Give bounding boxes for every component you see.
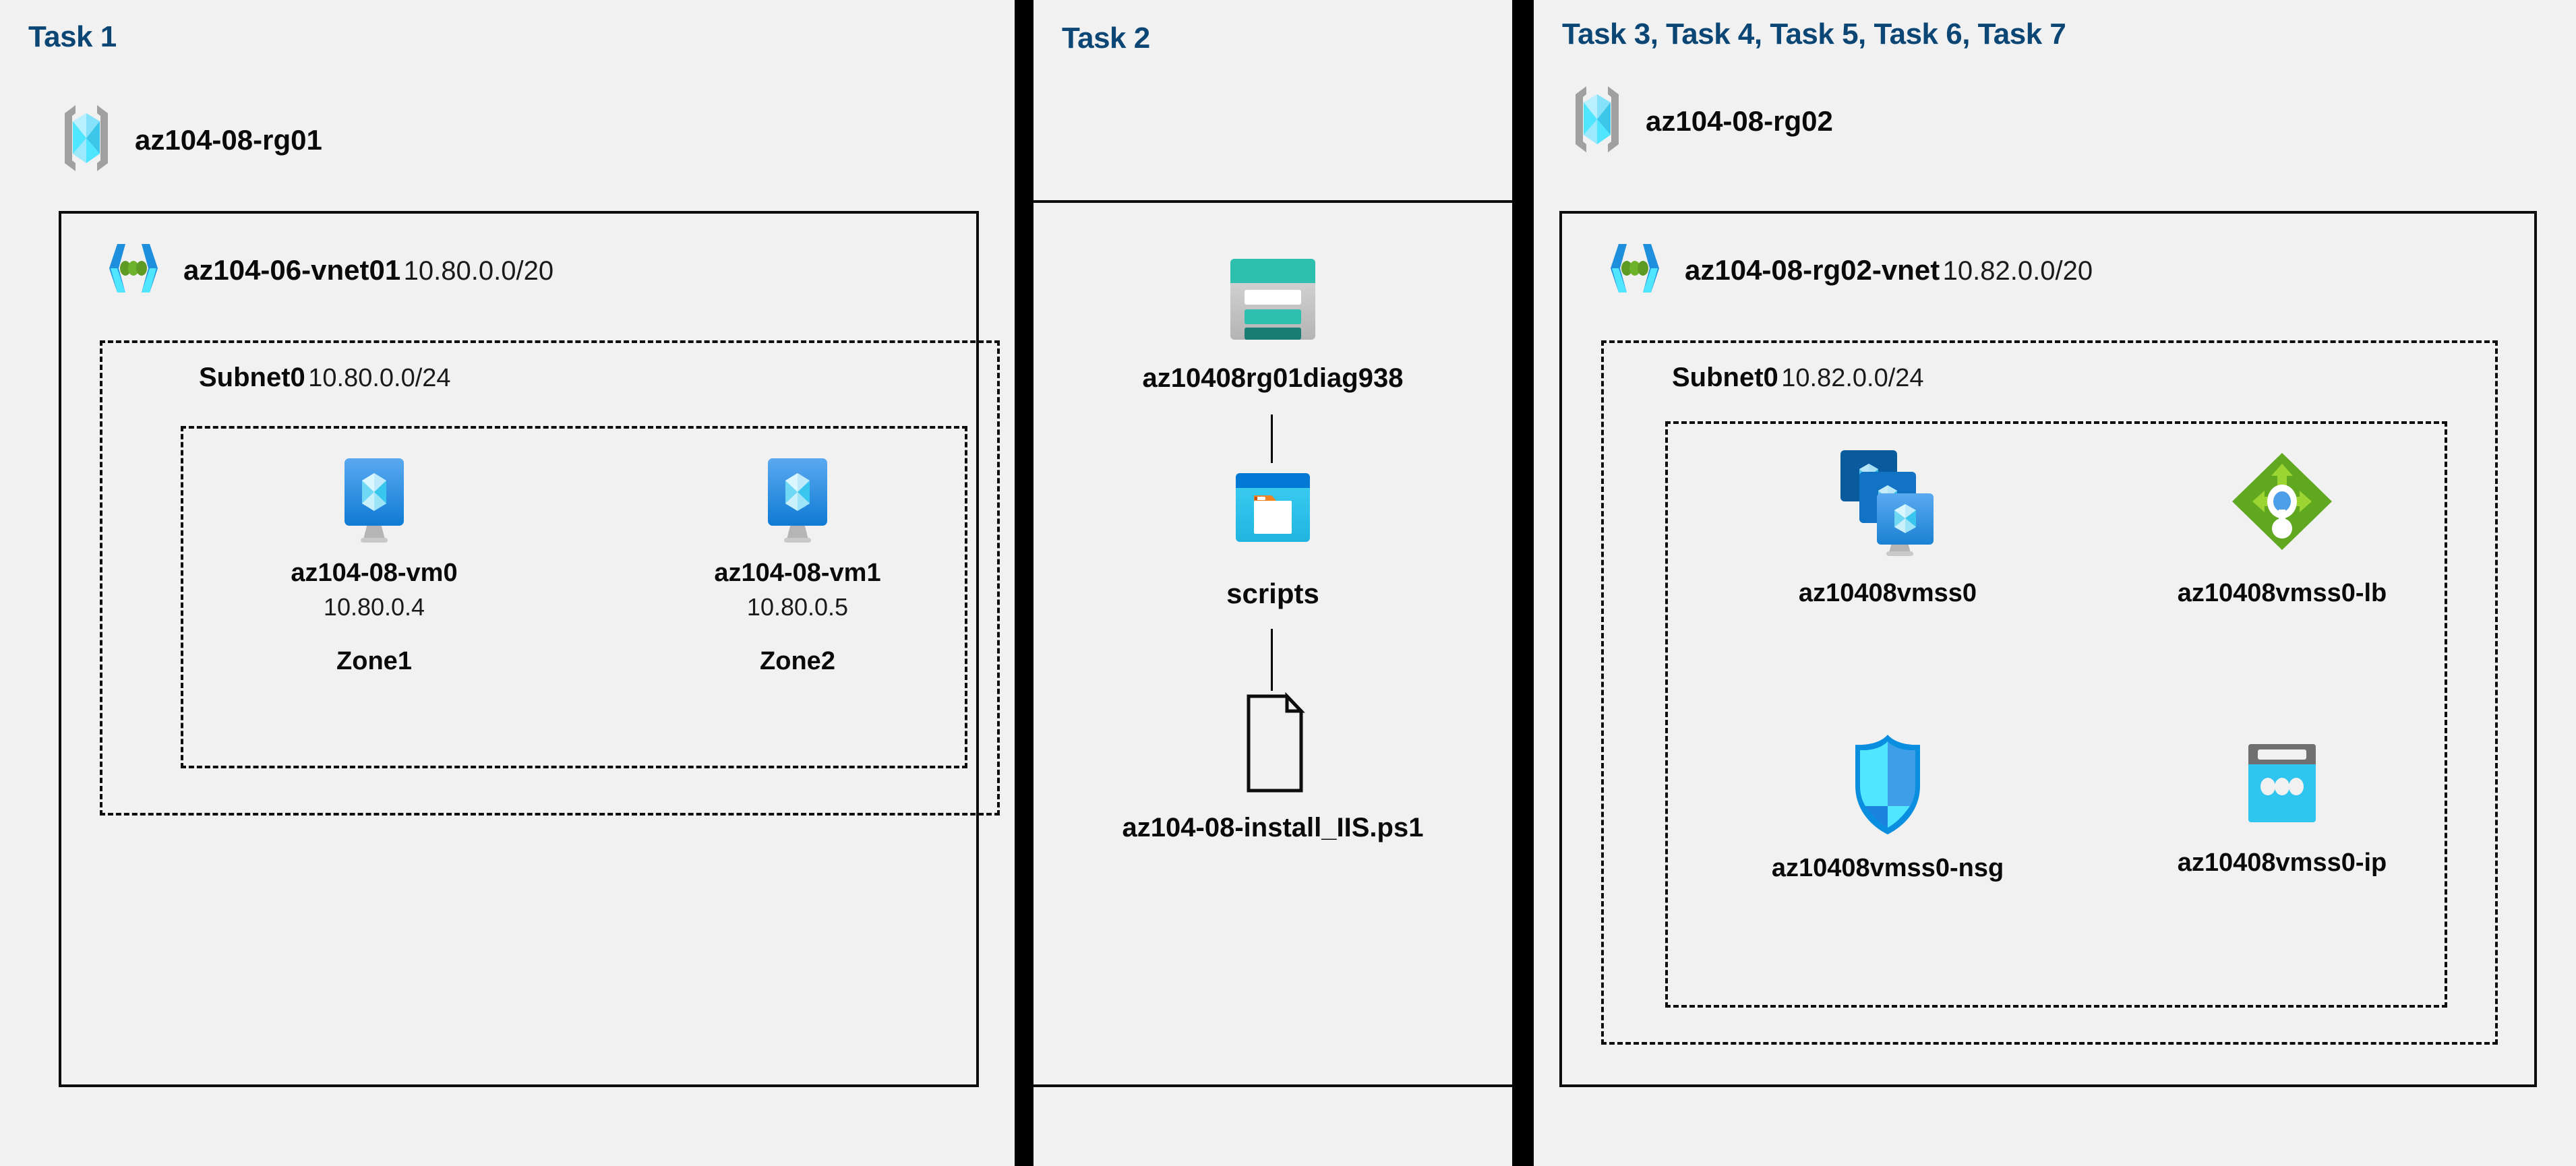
node-az104-08-vm0[interactable]: az104-08-vm0 10.80.0.4 Zone1 bbox=[273, 453, 475, 676]
node-az10408vmss0-lb[interactable]: az10408vmss0-lb bbox=[2140, 443, 2424, 608]
resource-group-label: az104-08-rg01 bbox=[135, 123, 322, 156]
network-security-group-icon bbox=[1836, 728, 1939, 845]
public-ip-label: az10408vmss0-ip bbox=[2177, 849, 2387, 877]
resource-group-icon bbox=[1566, 82, 1628, 160]
public-ip-address-icon bbox=[2231, 735, 2333, 839]
node-az10408vmss0[interactable]: az10408vmss0 bbox=[1746, 443, 2029, 608]
vm-zone: Zone2 bbox=[760, 647, 835, 675]
load-balancer-label: az10408vmss0-lb bbox=[2177, 579, 2387, 607]
vnet-label: az104-08-rg02-vnet 10.82.0.0/20 bbox=[1685, 254, 2093, 286]
subnet-resources-box bbox=[1665, 421, 2447, 1008]
node-az104-08-vm1[interactable]: az104-08-vm1 10.80.0.5 Zone2 bbox=[696, 453, 899, 676]
vnet-header-az104-08-rg02-vnet: az104-08-rg02-vnet 10.82.0.0/20 bbox=[1601, 235, 2093, 305]
nsg-label: az10408vmss0-nsg bbox=[1771, 854, 2004, 882]
vm-name: az104-08-vm1 bbox=[714, 559, 881, 587]
vm-zone: Zone1 bbox=[336, 647, 412, 675]
vnet-name: az104-06-vnet01 bbox=[183, 253, 401, 286]
node-scripts[interactable]: scripts bbox=[1098, 464, 1448, 610]
availability-zones-box bbox=[181, 426, 967, 768]
vm-scale-set-icon bbox=[1828, 443, 1947, 570]
connector-storage-to-container bbox=[1271, 415, 1273, 463]
vm-ip-address: 10.80.0.4 bbox=[323, 593, 425, 621]
blob-container-label: scripts bbox=[1226, 578, 1319, 609]
vnet-box-az104-08-rg02-vnet bbox=[1559, 211, 2537, 1087]
resource-group-header-rg02: az104-08-rg02 bbox=[1566, 82, 1833, 160]
node-az10408vmss0-ip[interactable]: az10408vmss0-ip bbox=[2140, 735, 2424, 878]
virtual-network-icon bbox=[100, 235, 167, 305]
node-az10408vmss0-nsg[interactable]: az10408vmss0-nsg bbox=[1746, 728, 2029, 883]
panel-divider-1 bbox=[1015, 0, 1034, 1166]
virtual-machine-icon bbox=[754, 453, 841, 552]
virtual-machine-icon bbox=[331, 453, 417, 552]
task-2-title: Task 2 bbox=[1062, 22, 1150, 55]
subnet-header-subnet0: Subnet0 10.82.0.0/24 bbox=[1672, 363, 1924, 393]
file-label: az104-08-install_IIS.ps1 bbox=[1122, 813, 1424, 842]
vnet-cidr: 10.80.0.0/20 bbox=[403, 255, 554, 286]
subnet-header-subnet0: Subnet0 10.80.0.0/24 bbox=[199, 363, 451, 393]
resource-group-icon bbox=[55, 101, 117, 179]
vnet-name: az104-08-rg02-vnet bbox=[1685, 253, 1940, 286]
connector-container-to-file bbox=[1271, 629, 1273, 691]
storage-account-icon bbox=[1222, 249, 1323, 352]
panel-task-1: Task 1 az104-08-rg01 bbox=[0, 0, 1015, 1166]
task-3-to-7-title: Task 3, Task 4, Task 5, Task 6, Task 7 bbox=[1562, 18, 2066, 51]
subnet-name: Subnet0 bbox=[1672, 363, 1778, 392]
vm-ip-address: 10.80.0.5 bbox=[746, 593, 849, 621]
file-icon bbox=[1230, 692, 1315, 798]
resource-group-header-rg01: az104-08-rg01 bbox=[55, 101, 322, 179]
panel-task-2: Task 2 az10408rg01diag bbox=[1034, 0, 1519, 1166]
vmss-label: az10408vmss0 bbox=[1798, 579, 1977, 607]
subnet-cidr: 10.82.0.0/24 bbox=[1781, 364, 1924, 392]
panel-task-3-to-7: Task 3, Task 4, Task 5, Task 6, Task 7 a… bbox=[1534, 0, 2576, 1166]
vnet-cidr: 10.82.0.0/20 bbox=[1942, 255, 2093, 286]
node-az104-08-install-iis-ps1[interactable]: az104-08-install_IIS.ps1 bbox=[1074, 692, 1472, 843]
vm-name: az104-08-vm0 bbox=[291, 559, 458, 587]
virtual-network-icon bbox=[1601, 235, 1669, 305]
storage-account-label: az10408rg01diag938 bbox=[1142, 363, 1404, 393]
vnet-header-az104-06-vnet01: az104-06-vnet01 10.80.0.0/20 bbox=[100, 235, 553, 305]
task-1-title: Task 1 bbox=[28, 20, 117, 53]
vnet-box-az104-06-vnet01 bbox=[59, 211, 979, 1087]
load-balancer-icon bbox=[2223, 443, 2341, 570]
blob-container-icon bbox=[1222, 464, 1323, 567]
vnet-label: az104-06-vnet01 10.80.0.0/20 bbox=[183, 254, 553, 286]
resource-group-label: az104-08-rg02 bbox=[1646, 104, 1833, 137]
node-az10408rg01diag938[interactable]: az10408rg01diag938 bbox=[1098, 249, 1448, 394]
subnet-box-subnet0 bbox=[1601, 340, 2498, 1045]
subnet-name: Subnet0 bbox=[199, 363, 305, 392]
subnet-box-subnet0 bbox=[100, 340, 1000, 816]
panel-divider-2 bbox=[1512, 0, 1534, 1166]
subnet-cidr: 10.80.0.0/24 bbox=[308, 364, 451, 392]
task-2-frame bbox=[1034, 200, 1519, 1087]
